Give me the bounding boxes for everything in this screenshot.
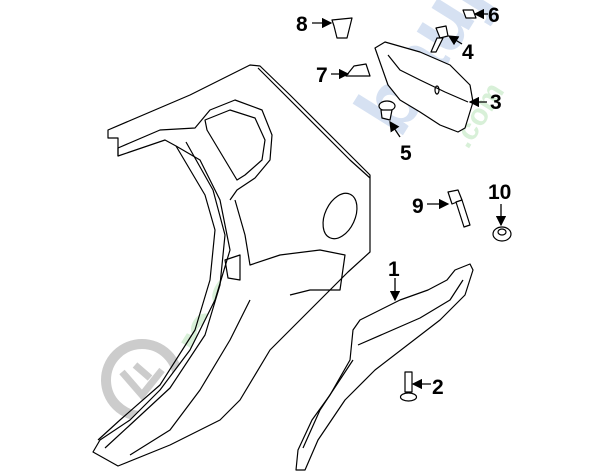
rear-wheel-arch-molding	[295, 263, 474, 471]
callout-2: 2	[432, 376, 444, 399]
callout-7: 7	[316, 64, 328, 87]
clip-part-8	[331, 17, 353, 39]
bracket-part	[374, 41, 474, 133]
pad-part-6	[462, 9, 477, 19]
callout-1: 1	[388, 258, 400, 281]
bolt-part-9	[447, 189, 471, 228]
callout-6: 6	[488, 4, 500, 27]
callout-8: 8	[296, 13, 308, 36]
clip-part-5	[378, 100, 396, 121]
leader-arrows	[312, 8, 507, 390]
callout-5: 5	[400, 142, 412, 165]
callout-10: 10	[488, 181, 511, 204]
nut-part-10	[492, 226, 512, 242]
callout-9: 9	[412, 195, 424, 218]
bolt-part-2	[399, 371, 418, 402]
callout-4: 4	[462, 41, 474, 64]
grommet-part-7	[345, 63, 371, 77]
callout-3: 3	[490, 91, 502, 114]
quarter-panel	[92, 64, 371, 467]
